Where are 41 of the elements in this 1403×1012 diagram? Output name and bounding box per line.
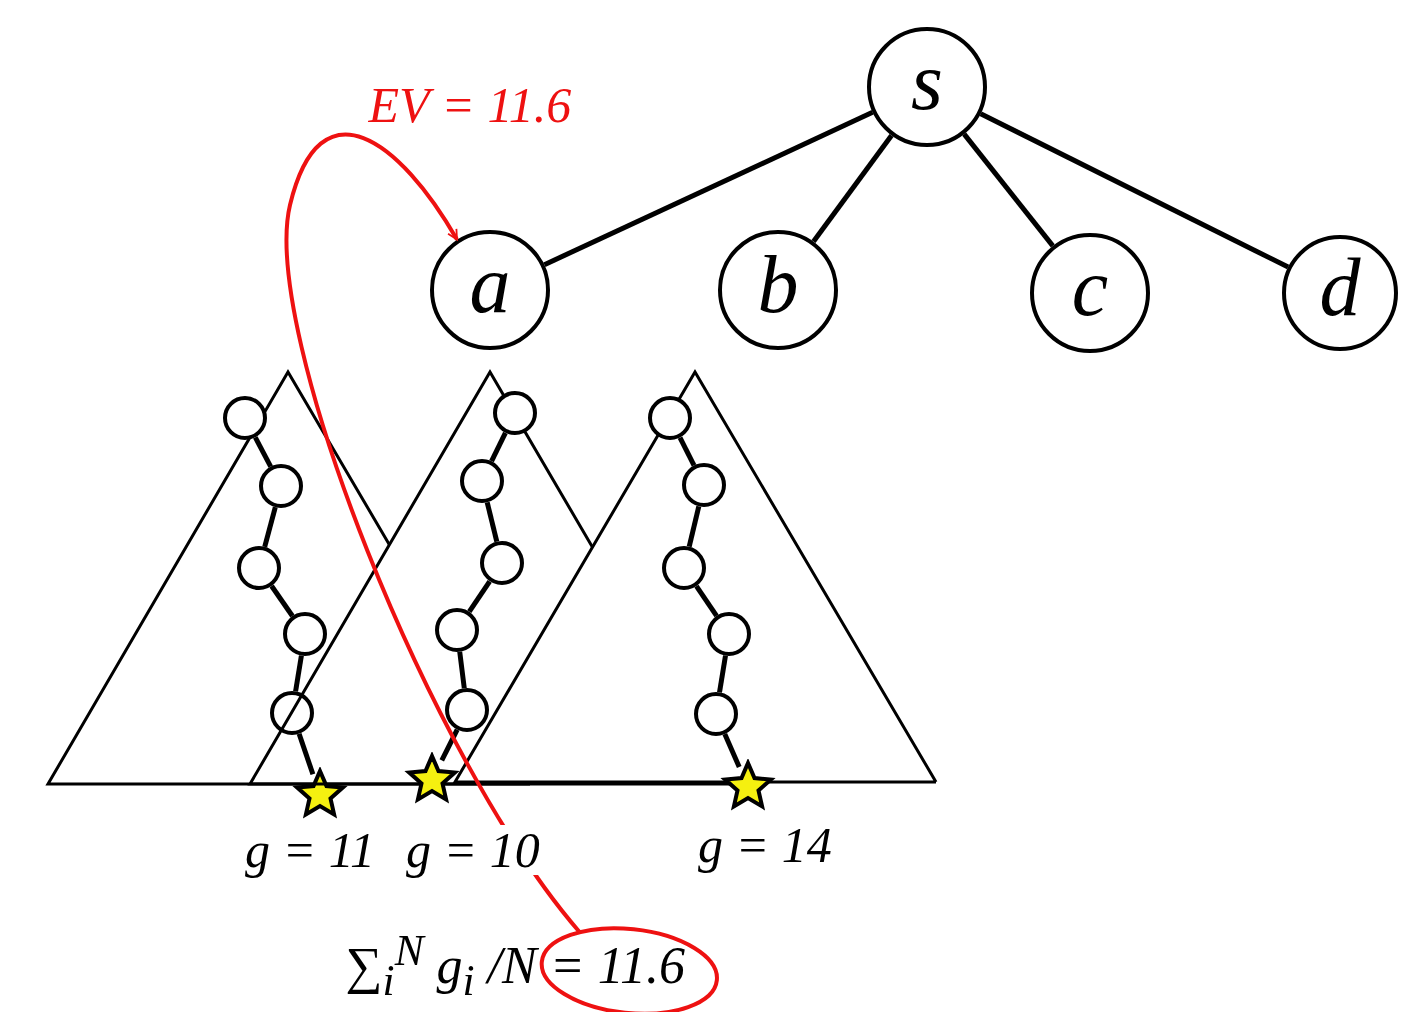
rollout-edge bbox=[489, 431, 508, 463]
rollout-edge bbox=[269, 584, 295, 618]
rollout-node bbox=[223, 396, 267, 440]
rollout-node bbox=[460, 459, 504, 503]
rollout-edge bbox=[694, 584, 719, 618]
tree-edge bbox=[543, 110, 874, 267]
rollout-node bbox=[270, 691, 314, 735]
tree-edge bbox=[962, 132, 1055, 248]
arrow bbox=[284, 132, 582, 934]
rollout-edge bbox=[262, 506, 278, 548]
rollout-edge bbox=[717, 655, 728, 693]
tree-node: a bbox=[430, 230, 550, 350]
rollout-edge bbox=[293, 655, 304, 692]
tree-node: c bbox=[1030, 233, 1150, 353]
rollout-node bbox=[283, 612, 327, 656]
rollout-edge bbox=[677, 436, 697, 467]
tree-node: d bbox=[1282, 235, 1398, 351]
rollout-node bbox=[480, 541, 524, 585]
tree-node: s bbox=[867, 27, 987, 147]
rollout-edge bbox=[253, 436, 273, 468]
rollout-node bbox=[435, 608, 479, 652]
rollout-edge bbox=[686, 505, 702, 548]
rollout-edge bbox=[467, 579, 492, 614]
rollout-node bbox=[259, 464, 303, 508]
rollout-edge bbox=[439, 728, 460, 762]
rollout-node bbox=[493, 391, 537, 435]
rollout-edge bbox=[457, 651, 467, 689]
tree-edge bbox=[811, 133, 894, 244]
rollout-node bbox=[707, 612, 751, 656]
tree-node: b bbox=[718, 230, 838, 350]
rollout-node bbox=[237, 546, 281, 590]
rollout-node bbox=[445, 688, 489, 732]
rollout-node bbox=[662, 546, 706, 590]
rollout-edge bbox=[484, 501, 500, 543]
tree-edge bbox=[979, 111, 1290, 270]
formula: ∑$_{i}$$^{N}$ g$_{i}$ /N = 11.6 bbox=[345, 928, 685, 1002]
rollout-node bbox=[682, 463, 726, 507]
rollout-node bbox=[648, 396, 692, 440]
rollout-edge bbox=[722, 733, 742, 768]
rollout-edge bbox=[296, 733, 316, 775]
rollout-node bbox=[694, 692, 738, 736]
